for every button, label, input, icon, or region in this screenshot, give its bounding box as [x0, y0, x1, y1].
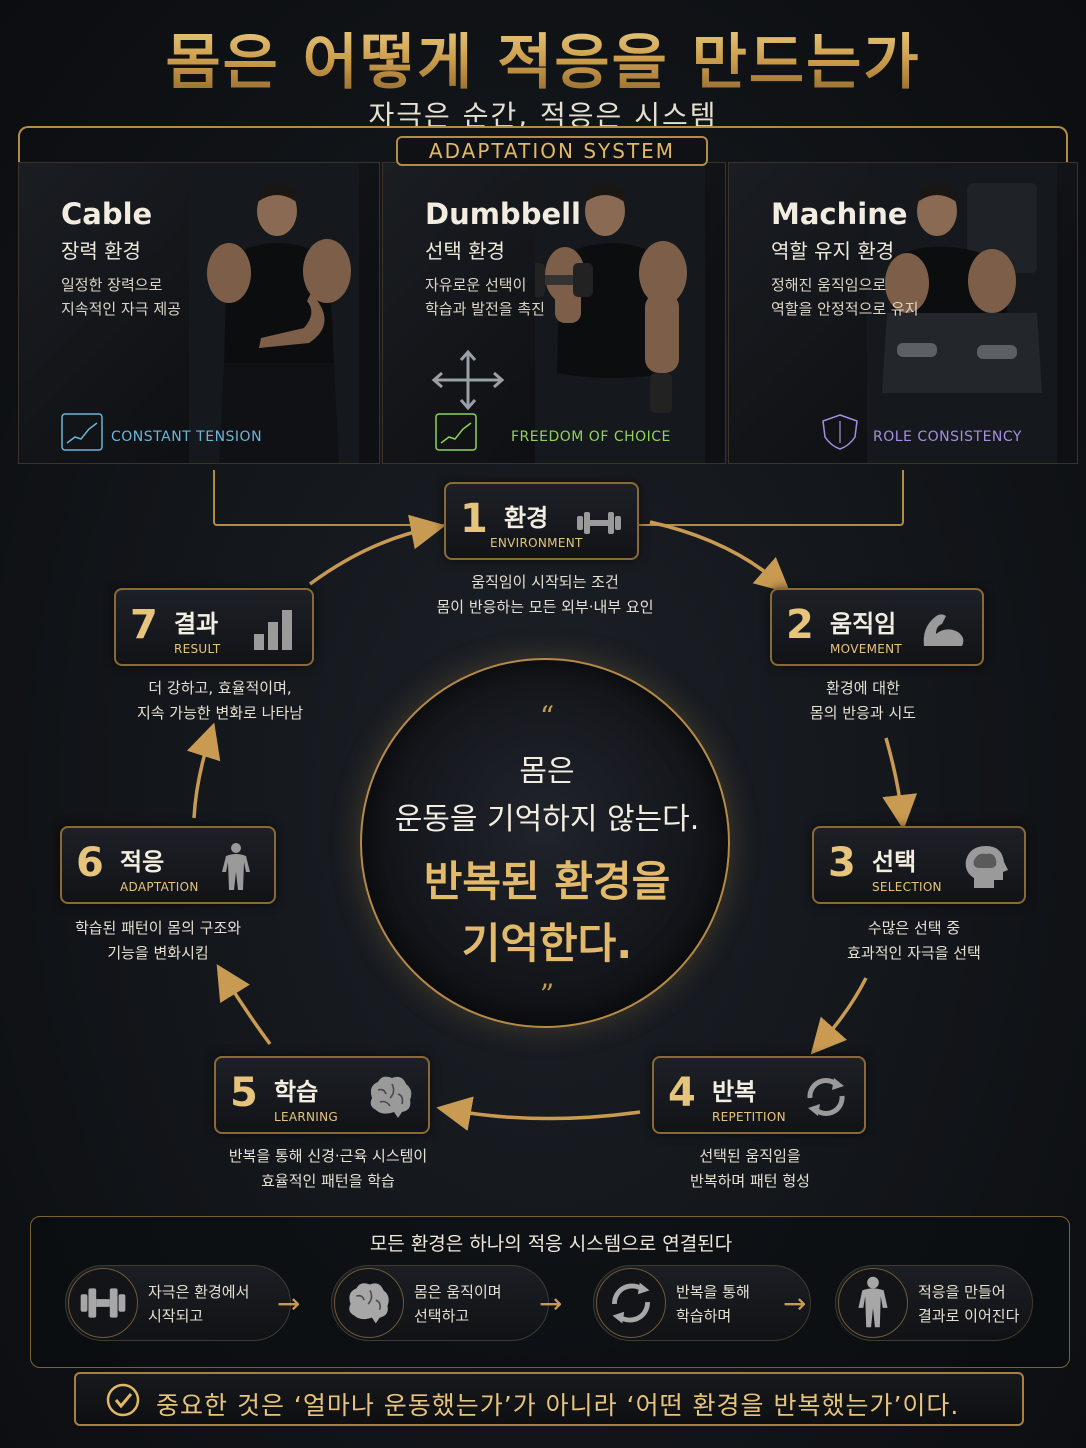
quote-highlight: 반복된 환경을 — [423, 857, 671, 906]
quote-line: 몸은 — [519, 754, 575, 789]
body-icon — [222, 843, 250, 890]
conclusion-text: 중요한 것은 ‘얼마나 운동했는가’가 아니라 ‘어떤 환경을 반복했는가’이다… — [156, 1391, 960, 1420]
system-label: ADAPTATION SYSTEM — [396, 136, 708, 166]
panel-subtitle: 장력 환경 — [61, 239, 141, 263]
cable-athlete-illustration — [189, 163, 359, 463]
flow-item: 적응을 만들어 결과로 이어진다 — [835, 1265, 1033, 1341]
brain-icon — [370, 1076, 412, 1118]
step-description: 더 강하고, 효율적이며, 지속 가능한 변화로 나타남 — [136, 679, 304, 722]
step-environment: 1 환경 ENVIRONMENT — [444, 482, 639, 560]
panel-description: 정해진 움직임으로 역할을 안정적으로 유지 — [771, 276, 919, 318]
panel-cable: Cable 장력 환경 일정한 장력으로 지속적인 자극 제공 CONSTANT… — [18, 162, 380, 464]
step-adaptation: 6 적응 ADAPTATION — [60, 826, 276, 904]
panel-tag: CONSTANT TENSION — [111, 429, 263, 445]
step-description: 환경에 대한 몸의 반응과 시도 — [809, 679, 917, 722]
shield-icon — [822, 414, 858, 450]
panel-frame — [18, 126, 1068, 162]
panel-title: Dumbbell — [425, 197, 582, 231]
flow-item: 반복을 통해 학습하며 — [593, 1265, 811, 1341]
step-selection: 3 선택 SELECTION — [812, 826, 1026, 904]
check-circle-icon — [106, 1383, 140, 1417]
refresh-icon — [807, 1078, 845, 1116]
step-repetition: 4 반복 REPETITION — [652, 1056, 866, 1134]
panel-title: Cable — [61, 197, 153, 231]
move-arrows-icon — [431, 349, 505, 411]
step-description: 선택된 움직임을 반복하며 패턴 형성 — [690, 1147, 810, 1190]
conclusion-banner: 중요한 것은 ‘얼마나 운동했는가’가 아니라 ‘어떤 환경을 반복했는가’이다… — [74, 1372, 1024, 1426]
panel-tag: ROLE CONSISTENCY — [873, 429, 1022, 445]
close-quote: ” — [539, 978, 555, 1011]
center-quote: “ 몸은 운동을 기억하지 않는다. 반복된 환경을 기억한다. ” — [360, 658, 730, 1028]
dumbbell-icon — [68, 1268, 138, 1338]
step-learning: 5 학습 LEARNING — [214, 1056, 430, 1134]
machine-athlete-illustration — [867, 163, 1057, 463]
body-icon — [838, 1268, 908, 1338]
quote-highlight: 기억한다. — [461, 919, 633, 968]
brain-icon — [334, 1268, 404, 1338]
panel-connector-right — [638, 470, 904, 526]
flow-arrow: → — [539, 1287, 563, 1320]
head-brain-icon — [965, 846, 1008, 888]
step-description: 반복을 통해 신경·근육 시스템이 효율적인 패턴을 학습 — [228, 1147, 428, 1190]
panel-machine: Machine 역할 유지 환경 정해진 움직임으로 역할을 안정적으로 유지 … — [728, 162, 1078, 464]
flow-item: 자극은 환경에서 시작되고 — [65, 1265, 291, 1341]
flow-arrow: → — [783, 1287, 807, 1320]
step-description: 학습된 패턴이 몸의 구조와 기능을 변화시킴 — [74, 919, 242, 962]
panel-description: 자유로운 선택이 학습과 발전을 촉진 — [425, 276, 545, 318]
flexed-arm-icon — [923, 614, 964, 646]
step-result: 7 결과 RESULT — [114, 588, 314, 666]
panel-subtitle: 선택 환경 — [425, 239, 505, 263]
panel-dumbbell: Dumbbell 선택 환경 자유로운 선택이 학습과 발전을 촉진 FREED… — [382, 162, 726, 464]
dumbbell-athlete-illustration — [535, 163, 705, 463]
refresh-icon — [596, 1268, 666, 1338]
system-flow-title: 모든 환경은 하나의 적응 시스템으로 연결된다 — [369, 1233, 733, 1255]
system-flow-box: 모든 환경은 하나의 적응 시스템으로 연결된다 자극은 환경에서 시작되고 →… — [30, 1216, 1070, 1368]
step-description: 수많은 선택 중 효과적인 자극을 선택 — [847, 919, 981, 962]
panel-title: Machine — [771, 197, 908, 231]
step-description: 움직임이 시작되는 조건 몸이 반응하는 모든 외부·내부 요인 — [436, 573, 654, 616]
panel-description: 일정한 장력으로 지속적인 자극 제공 — [61, 276, 181, 318]
page-title: 몸은 어떻게 적응을 만드는가 — [0, 14, 1086, 101]
panel-connector-left — [213, 470, 445, 526]
dumbbell-icon — [577, 512, 621, 534]
flow-arrow: → — [277, 1287, 301, 1320]
bar-chart-icon — [254, 610, 292, 650]
line-chart-icon — [61, 413, 103, 451]
panel-subtitle: 역할 유지 환경 — [771, 239, 895, 263]
step-movement: 2 움직임 MOVEMENT — [770, 588, 984, 666]
line-chart-icon — [435, 413, 477, 451]
flow-item: 몸은 움직이며 선택하고 — [331, 1265, 549, 1341]
open-quote: “ — [539, 700, 555, 733]
quote-line: 운동을 기억하지 않는다. — [394, 802, 700, 837]
panel-tag: FREEDOM OF CHOICE — [511, 429, 671, 445]
